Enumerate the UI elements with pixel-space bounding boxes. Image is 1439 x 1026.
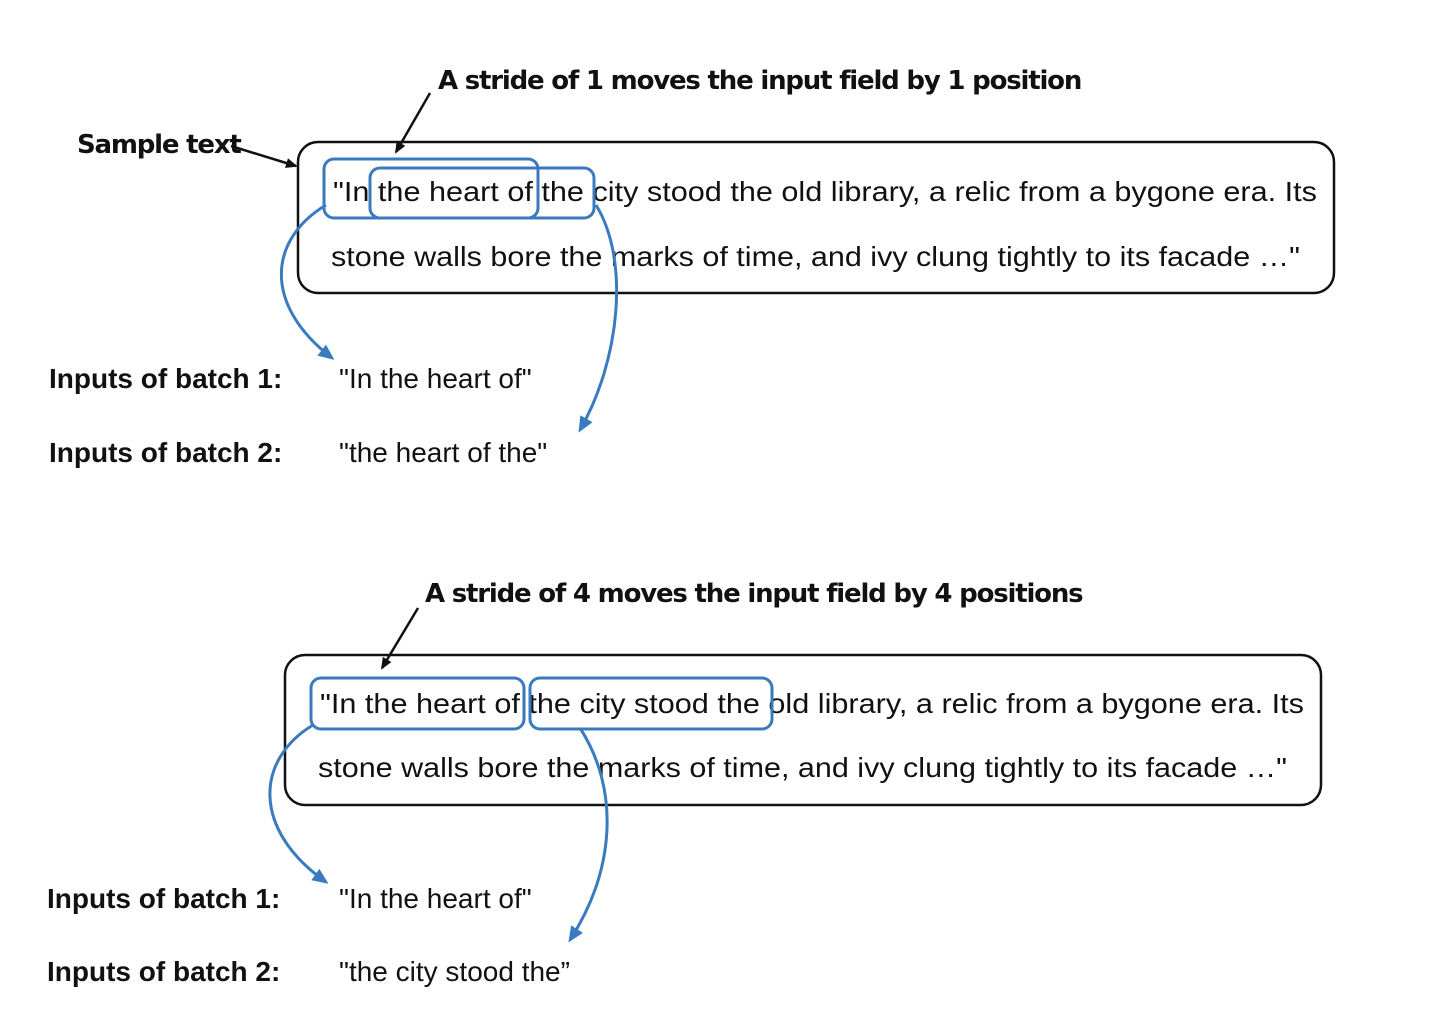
stride-1-section: A stride of 1 moves the input field by 1… <box>49 66 1336 468</box>
sample-text-box-stride-1 <box>296 140 1336 295</box>
sample-text-line-1: "In the heart of the city stood the old … <box>333 176 1317 207</box>
stride-4-section: A stride of 4 moves the input field by 4… <box>47 579 1323 987</box>
sample-text-line-2: stone walls bore the marks of time, and … <box>318 752 1287 783</box>
input-window-batch-1 <box>309 676 526 731</box>
batch-2-value: "the heart of the" <box>339 437 547 468</box>
input-window-batch-2 <box>368 166 596 220</box>
input-window-batch-2 <box>528 676 774 731</box>
flow-arrow-batch-2 <box>578 204 619 433</box>
batch-1-value: "In the heart of" <box>339 363 532 394</box>
sample-text-line-1: "In the heart of the city stood the old … <box>320 688 1304 719</box>
batch-2-value: "the city stood the” <box>339 956 570 987</box>
flow-arrow-batch-2 <box>568 727 609 943</box>
sample-text-line-2: stone walls bore the marks of time, and … <box>331 241 1300 272</box>
flow-arrow-batch-1 <box>280 203 335 360</box>
sample-text-pointer-arrow <box>230 144 298 168</box>
flow-arrow-batch-1 <box>268 723 329 884</box>
stride-4-pointer-arrow <box>380 607 420 670</box>
batch-2-label: Inputs of batch 2: <box>49 437 282 468</box>
stride-1-callout: A stride of 1 moves the input field by 1… <box>438 66 1081 96</box>
batch-2-label: Inputs of batch 2: <box>47 956 280 987</box>
sample-text-box-stride-4 <box>283 653 1323 807</box>
batch-1-value: "In the heart of" <box>339 883 532 914</box>
stride-4-callout: A stride of 4 moves the input field by 4… <box>425 579 1083 609</box>
sample-text-label: Sample text <box>77 130 241 160</box>
batch-1-label: Inputs of batch 1: <box>49 363 282 394</box>
batch-1-label: Inputs of batch 1: <box>47 883 280 914</box>
